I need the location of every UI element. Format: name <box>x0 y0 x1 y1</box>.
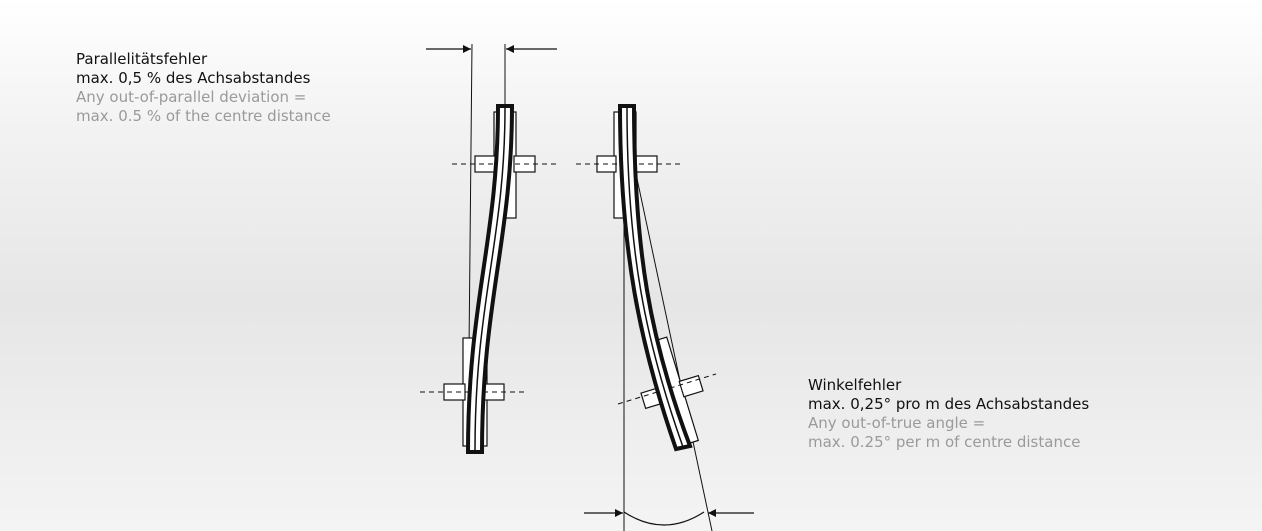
angle-line2-en: max. 0.25° per m of centre distance <box>808 433 1081 451</box>
angle-line1-en: Any out-of-true angle = <box>808 414 986 432</box>
parallel-line1-en: Any out-of-parallel deviation = <box>76 88 307 106</box>
parallel-title-de: Parallelitätsfehler <box>76 50 208 68</box>
angle-value-de: max. 0,25° pro m des Achsabstandes <box>808 395 1090 413</box>
parallel-misalignment-figure <box>420 43 558 454</box>
parallel-value-de: max. 0,5 % des Achsabstandes <box>76 69 311 87</box>
angular-lower-shaft-centerline <box>617 373 717 405</box>
angular-lower-hub-right <box>678 374 704 398</box>
parallel-line2-en: max. 0.5 % of the centre distance <box>76 107 331 125</box>
parallel-chain-inner <box>474 107 506 451</box>
angle-deviation-label: Winkelfehler max. 0,25° pro m des Achsab… <box>808 376 1089 452</box>
angular-chain-inner <box>626 107 684 448</box>
angular-misalignment-figure <box>576 104 754 531</box>
angle-arc <box>623 511 705 526</box>
angle-title-de: Winkelfehler <box>808 376 902 394</box>
parallel-deviation-label: Parallelitätsfehler max. 0,5 % des Achsa… <box>76 50 331 126</box>
